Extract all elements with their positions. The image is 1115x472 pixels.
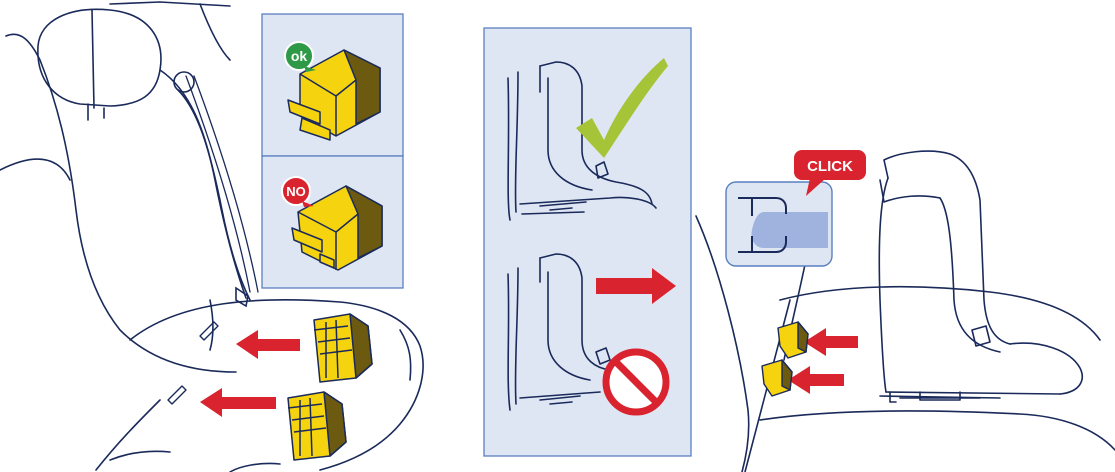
arrow-left-icon	[804, 328, 858, 356]
isofix-slot-lower	[168, 386, 186, 404]
click-label: CLICK	[807, 158, 853, 175]
ok-label: ok	[291, 48, 308, 64]
child-seat-installed	[879, 151, 1082, 402]
seat-cushion	[130, 300, 423, 470]
arrow-left-icon	[788, 366, 844, 394]
isofix-connector-right-upper	[778, 322, 808, 358]
no-label: NO	[286, 184, 306, 199]
isofix-slot-upper	[200, 322, 218, 340]
seat-belt	[186, 76, 250, 292]
seat-back	[6, 34, 236, 372]
arrow-left-icon	[236, 330, 300, 359]
arrow-left-icon	[200, 388, 276, 417]
click-inset-panel	[726, 182, 832, 266]
isofix-connector-upper	[314, 314, 372, 382]
latch-bar	[752, 212, 829, 248]
isofix-connector-lower	[288, 392, 346, 460]
seat-headrest	[38, 9, 161, 106]
prohibited-icon	[606, 352, 666, 412]
